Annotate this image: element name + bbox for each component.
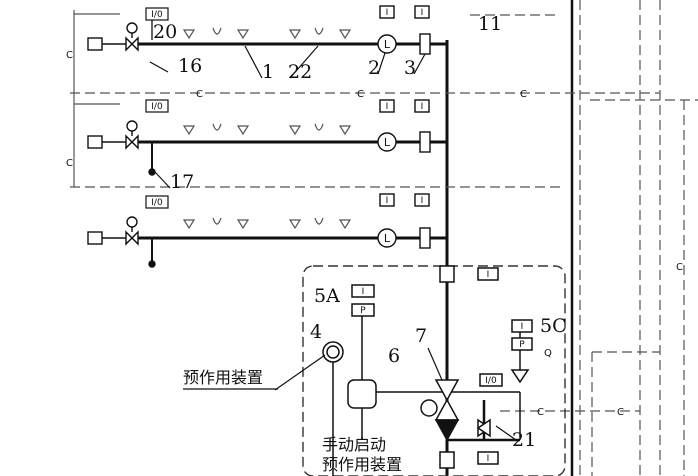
- signal-c-bottom-a: C: [537, 407, 544, 418]
- label-7: 7: [415, 325, 427, 347]
- i-box-5c: I: [521, 322, 524, 332]
- signal-c-row1-b: C: [357, 89, 364, 100]
- flow-switches: [377, 5, 431, 249]
- p-box-5a: P: [360, 306, 366, 316]
- preaction-device-label: 预作用装置: [183, 368, 263, 387]
- io-preaction: I/0: [485, 376, 497, 386]
- signal-letters: C C C C C C C C Q: [66, 50, 683, 418]
- i-box-4: I: [421, 102, 424, 112]
- inlet-symbols: [87, 37, 103, 245]
- manual-start-line1: 手动启动: [322, 435, 386, 454]
- p-box-5c: P: [519, 340, 525, 350]
- i-box-2: I: [421, 8, 424, 18]
- signal-c-right: C: [676, 262, 683, 273]
- signal-c-left-2: C: [66, 158, 73, 169]
- leader-lines: [149, 45, 517, 441]
- i-box-5: I: [386, 196, 389, 206]
- label-1: 1: [262, 61, 274, 83]
- signal-c-row1-c: C: [520, 89, 527, 100]
- i-box-1: I: [386, 8, 389, 18]
- svg-text:L: L: [384, 38, 391, 51]
- row-valves: [125, 22, 156, 268]
- label-22: 22: [288, 61, 312, 83]
- i-box-3: I: [386, 102, 389, 112]
- label-3: 3: [404, 57, 416, 79]
- signal-c-left-1: C: [66, 50, 73, 61]
- box-texts: I/0 I/0 I/0 I/0 I I I I I I I I P I P I: [151, 8, 525, 464]
- label-5c: 5C: [540, 315, 567, 337]
- i-box-top: I: [487, 270, 490, 280]
- svg-text:L: L: [384, 136, 391, 149]
- flow-switch-letters: L L L: [384, 38, 391, 245]
- i-box-6: I: [421, 196, 424, 206]
- left-signal-lines: [73, 10, 120, 187]
- signal-c-row1-a: C: [196, 89, 203, 100]
- signal-q: Q: [544, 348, 552, 359]
- label-4: 4: [310, 321, 322, 343]
- sprinklers: [182, 27, 352, 230]
- svg-text:L: L: [384, 232, 391, 245]
- dashed-horizontals: [70, 14, 698, 476]
- label-5a: 5A: [314, 285, 340, 307]
- label-17: 17: [170, 171, 194, 193]
- manual-start-line2: 预作用装置: [322, 455, 402, 474]
- dashed-verticals: [579, 0, 685, 476]
- io-row3: I/0: [151, 198, 163, 208]
- numeric-labels: 20 16 1 22 2 3 11 17 5A 4 6 7 5C 21: [153, 13, 567, 451]
- label-21: 21: [512, 429, 536, 451]
- io-boxes: [145, 7, 169, 209]
- chinese-annotations: 预作用装置 手动启动 预作用装置: [183, 368, 402, 474]
- preaction-internals: [332, 310, 521, 476]
- preaction-components: [322, 265, 533, 469]
- io-row1: I/0: [151, 10, 163, 20]
- i-box-5a: I: [362, 287, 365, 297]
- label-11: 11: [478, 13, 502, 35]
- label-6: 6: [388, 345, 400, 367]
- label-16: 16: [178, 55, 202, 77]
- signal-c-bottom-b: C: [617, 407, 624, 418]
- label-2: 2: [368, 57, 380, 79]
- i-box-bottom: I: [487, 454, 490, 464]
- label-20: 20: [153, 21, 177, 43]
- io-row2: I/0: [151, 102, 163, 112]
